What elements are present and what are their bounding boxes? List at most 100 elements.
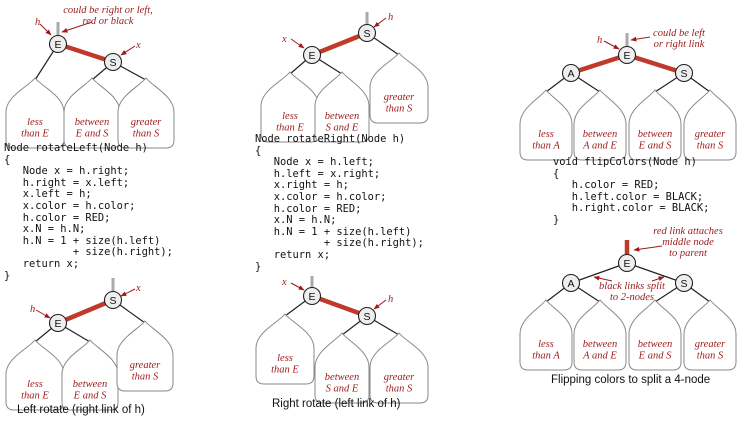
subtree-triangle [573, 89, 627, 161]
annotation-text: h [388, 294, 393, 305]
annotation-text: x [135, 40, 141, 51]
code-line: } [553, 213, 560, 226]
annotation-text: h [30, 304, 35, 315]
tree-node [674, 273, 694, 293]
subtree-triangle [5, 77, 65, 149]
code-line: h.N = 1 + size(h.left) [4, 234, 161, 247]
code-line: x.N = h.N; [255, 214, 337, 227]
code-line: x.right = h; [255, 179, 349, 192]
subtree-label: than S [386, 384, 413, 395]
code-line: h.color = RED; [553, 179, 660, 192]
code-line: Node rotateRight(Node h) [255, 133, 406, 145]
annotation-text: middle node [662, 237, 714, 248]
code-line: void flipColors(Node h) [553, 156, 697, 168]
red-link [55, 41, 116, 65]
subtree-label: between [638, 339, 672, 350]
subtree-label: E and S [75, 129, 109, 140]
code-line: x.color = h.color; [255, 190, 387, 203]
red-link [309, 293, 370, 319]
annotation-text: h [388, 12, 393, 23]
annotation-arrow [633, 245, 663, 252]
annotation-arrow [120, 288, 136, 297]
subtree-label: greater [695, 339, 726, 350]
code-line: Node rotateLeft(Node h) [4, 142, 148, 154]
code-line: x.left = h; [4, 188, 92, 201]
subtree-label: E and S [73, 391, 107, 402]
subtree-triangle [61, 339, 119, 411]
annotation-arrow [290, 38, 305, 49]
code-line: h.color = RED; [255, 202, 362, 215]
black-link [626, 262, 685, 284]
black-link [570, 262, 628, 284]
subtree-triangle [573, 299, 627, 371]
subtree-triangle [519, 299, 573, 371]
rotate-left-code: Node rotateLeft(Node h) { Node x = h.rig… [4, 142, 173, 282]
flip-colors-caption: Flipping colors to split a 4-node [551, 374, 711, 386]
tree-node-label: S [109, 57, 116, 69]
code-line: h.color = RED; [4, 211, 111, 224]
code-line: + size(h.right); [255, 237, 424, 250]
subtree-label: A and E [582, 351, 617, 362]
tree-node-label: E [623, 50, 630, 62]
annotation-arrow [630, 36, 651, 42]
subtree-label: greater [695, 129, 726, 140]
subtree-label: less [282, 111, 298, 122]
flip-colors-code: void flipColors(Node h) { h.color = RED;… [553, 156, 710, 227]
tree-node [561, 273, 581, 293]
tree-node [674, 63, 694, 83]
subtree-label: between [583, 129, 617, 140]
red-link [55, 297, 116, 326]
subtree-label: than E [271, 365, 299, 376]
subtree-label: less [538, 129, 554, 140]
annotation-arrow [593, 275, 613, 282]
tree-node [561, 63, 581, 83]
subtree-label: E and S [638, 141, 672, 152]
subtree-label: between [325, 111, 359, 122]
subtree-label: between [583, 339, 617, 350]
tree-node [617, 45, 637, 65]
subtree-triangle [628, 299, 682, 371]
annotation-text: red or black [83, 16, 134, 27]
subtree-label: S and E [326, 384, 359, 395]
code-line: } [255, 260, 262, 273]
annotation-text: could be left [653, 28, 706, 39]
rotate-right-caption: Right rotate (left link of h) [272, 398, 401, 410]
subtree-label: than S [697, 141, 724, 152]
annotation-text: or right link [654, 39, 705, 50]
code-line: h.right.color = BLACK; [553, 202, 710, 215]
subtree-triangle [260, 71, 320, 143]
red-link [309, 30, 370, 58]
subtree-triangle [683, 299, 737, 371]
subtree-label: than A [532, 141, 560, 152]
annotation-arrow [290, 282, 305, 291]
annotation-text: to parent [669, 248, 708, 259]
annotation-text: black links split [599, 281, 666, 292]
subtree-triangle [5, 339, 65, 411]
subtree-triangle [314, 71, 370, 143]
rotate-left-caption: Left rotate (right link of h) [17, 404, 145, 416]
annotation-text: x [281, 34, 287, 45]
tree-node [617, 253, 637, 273]
subtree-triangle [369, 332, 429, 404]
rotate-right-code: Node rotateRight(Node h) { Node x = h.le… [255, 133, 424, 273]
subtree-label: between [638, 129, 672, 140]
code-line: return x; [255, 248, 331, 261]
tree-node-label: S [680, 68, 687, 80]
subtree-label: E and S [638, 351, 672, 362]
subtree-triangle [683, 89, 737, 161]
annotation-text: x [281, 277, 287, 288]
tree-node [357, 306, 377, 326]
annotation-arrow [61, 21, 93, 33]
code-line: return x; [4, 257, 80, 270]
tree-node [302, 45, 322, 65]
tree-node [103, 290, 123, 310]
code-line: h.N = 1 + size(h.left) [255, 225, 412, 238]
subtree-triangle [519, 89, 573, 161]
subtree-triangle [63, 77, 121, 149]
code-line: + size(h.right); [4, 246, 173, 259]
tree-node [48, 34, 68, 54]
code-line: { [4, 153, 11, 166]
subtree-label: greater [130, 360, 161, 371]
annotation-text: could be right or left, [63, 5, 153, 16]
